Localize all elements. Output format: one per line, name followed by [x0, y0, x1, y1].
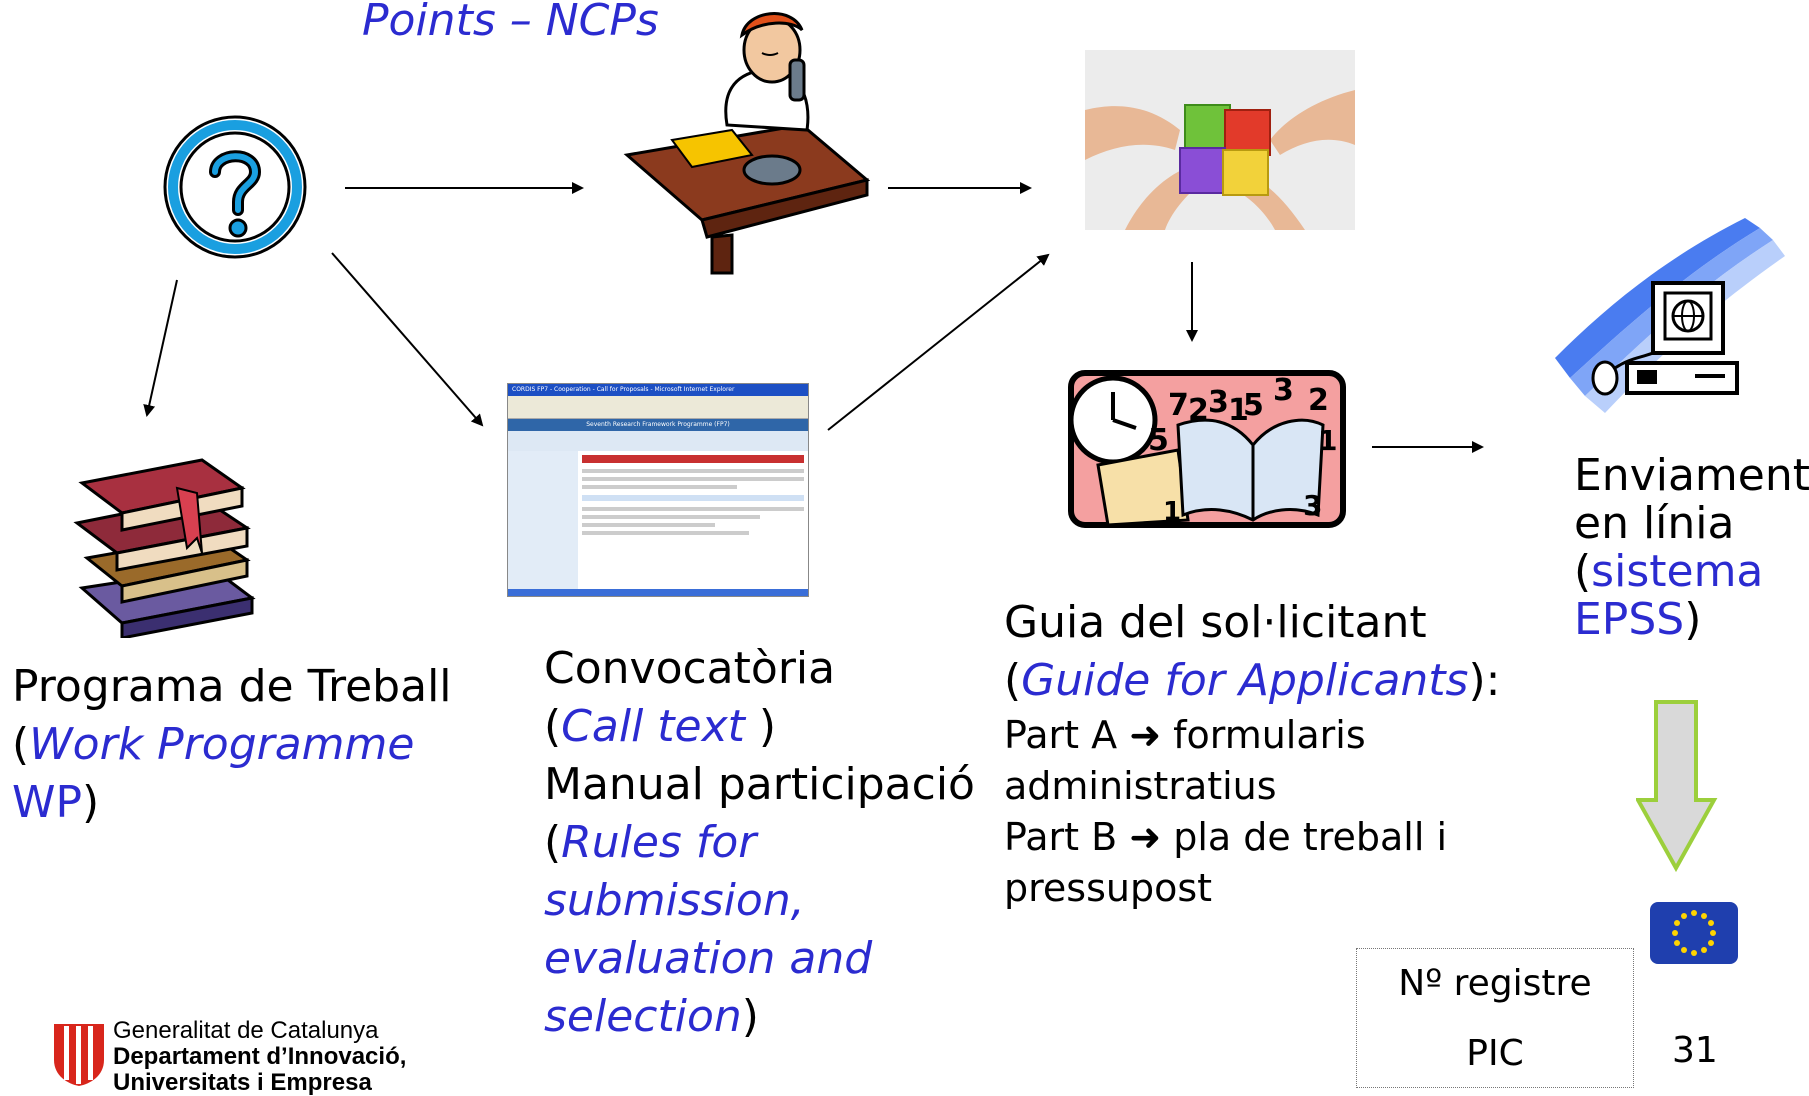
registry-pic-label: PIC: [1466, 1033, 1524, 1074]
guide-text-block: Guia del sol·licitant (Guide for Applica…: [1004, 594, 1500, 914]
guide-part-a-cont: administratius: [1004, 764, 1277, 808]
registry-box: Nº registre PIC: [1356, 948, 1634, 1088]
browser-taskbar: [508, 589, 808, 596]
svg-text:5: 5: [1243, 388, 1264, 423]
submission-text-block: Enviament en línia (sistema EPSS): [1574, 452, 1809, 644]
svg-text:5: 5: [1148, 423, 1169, 458]
rules-line-2: submission,: [544, 875, 805, 926]
svg-text:7: 7: [1168, 388, 1189, 423]
footer-institution: Generalitat de Catalunya Departament d’I…: [113, 1018, 406, 1096]
svg-text:2: 2: [1308, 383, 1329, 418]
arrow-right-icon: ➜: [1129, 815, 1162, 859]
generalitat-logo-icon: [54, 1024, 104, 1086]
browser-banner: Seventh Research Framework Programme (FP…: [508, 419, 808, 431]
browser-screenshot-image: CORDIS FP7 - Cooperation - Call for Prop…: [507, 383, 809, 597]
footer-line-3: Universitats i Empresa: [113, 1069, 372, 1096]
svg-text:1: 1: [1228, 393, 1249, 428]
work-programme-text: Programa de Treball (Work Programme WP): [12, 658, 452, 832]
arrow-question-to-call: [331, 252, 484, 427]
svg-text:1: 1: [1318, 424, 1337, 457]
work-programme-title: Programa de Treball: [12, 661, 452, 712]
footer-line-1: Generalitat de Catalunya: [113, 1017, 379, 1044]
guide-clock-book-icon: 7 2 3 1 5 3 2 5 1 3 1: [1068, 370, 1346, 528]
svg-text:3: 3: [1273, 373, 1294, 408]
footer-line-2: Departament d’Innovació,: [113, 1043, 407, 1070]
rules-line-1: (Rules for: [544, 817, 757, 868]
svg-text:2: 2: [1188, 393, 1209, 428]
browser-header-strip: [508, 431, 808, 451]
green-down-arrow-icon: [1636, 700, 1718, 872]
phone-person-icon: [623, 12, 871, 275]
submission-line-4: EPSS): [1574, 594, 1702, 645]
arrow-call-to-puzzle: [827, 253, 1050, 431]
books-icon: [73, 458, 256, 638]
guide-title: Guia del sol·licitant: [1004, 597, 1427, 648]
page-number: 31: [1672, 1030, 1718, 1071]
guide-subtitle: (Guide for Applicants):: [1004, 655, 1501, 706]
puzzle-hands-image: [1085, 50, 1355, 230]
eu-flag-icon: [1650, 902, 1738, 964]
call-subtitle: (Call text ): [544, 701, 777, 752]
ncp-caption: Points – NCPs: [362, 0, 659, 46]
svg-text:3: 3: [1303, 489, 1322, 522]
guide-part-b-cont: pressupost: [1004, 866, 1213, 910]
browser-title-bar: CORDIS FP7 - Cooperation - Call for Prop…: [508, 384, 808, 396]
manual-title: Manual participació: [544, 759, 975, 810]
submission-line-2: en línia: [1574, 498, 1735, 549]
work-programme-abbr: WP): [12, 777, 100, 828]
call-title: Convocatòria: [544, 643, 836, 694]
svg-text:1: 1: [1163, 497, 1181, 527]
svg-text:3: 3: [1208, 385, 1229, 420]
submission-line-1: Enviament: [1574, 450, 1809, 501]
browser-toolbar: [508, 396, 808, 419]
rules-line-3: evaluation and: [544, 933, 873, 984]
rules-line-4: selection): [544, 991, 759, 1042]
guide-part-a: Part A ➜ formularis: [1004, 713, 1366, 757]
question-icon: [163, 115, 307, 259]
computer-globe-icon: [1555, 218, 1785, 413]
browser-sidebar: [508, 451, 578, 589]
submission-line-3: (sistema: [1574, 546, 1764, 597]
work-programme-subtitle: (Work Programme: [12, 719, 415, 770]
call-text-block: Convocatòria (Call text ) Manual partici…: [544, 640, 975, 1046]
guide-part-b: Part B ➜ pla de treball i: [1004, 815, 1448, 859]
arrow-right-icon: ➜: [1129, 713, 1162, 757]
arrow-question-to-book: [143, 279, 178, 417]
registry-number-label: Nº registre: [1398, 963, 1592, 1004]
